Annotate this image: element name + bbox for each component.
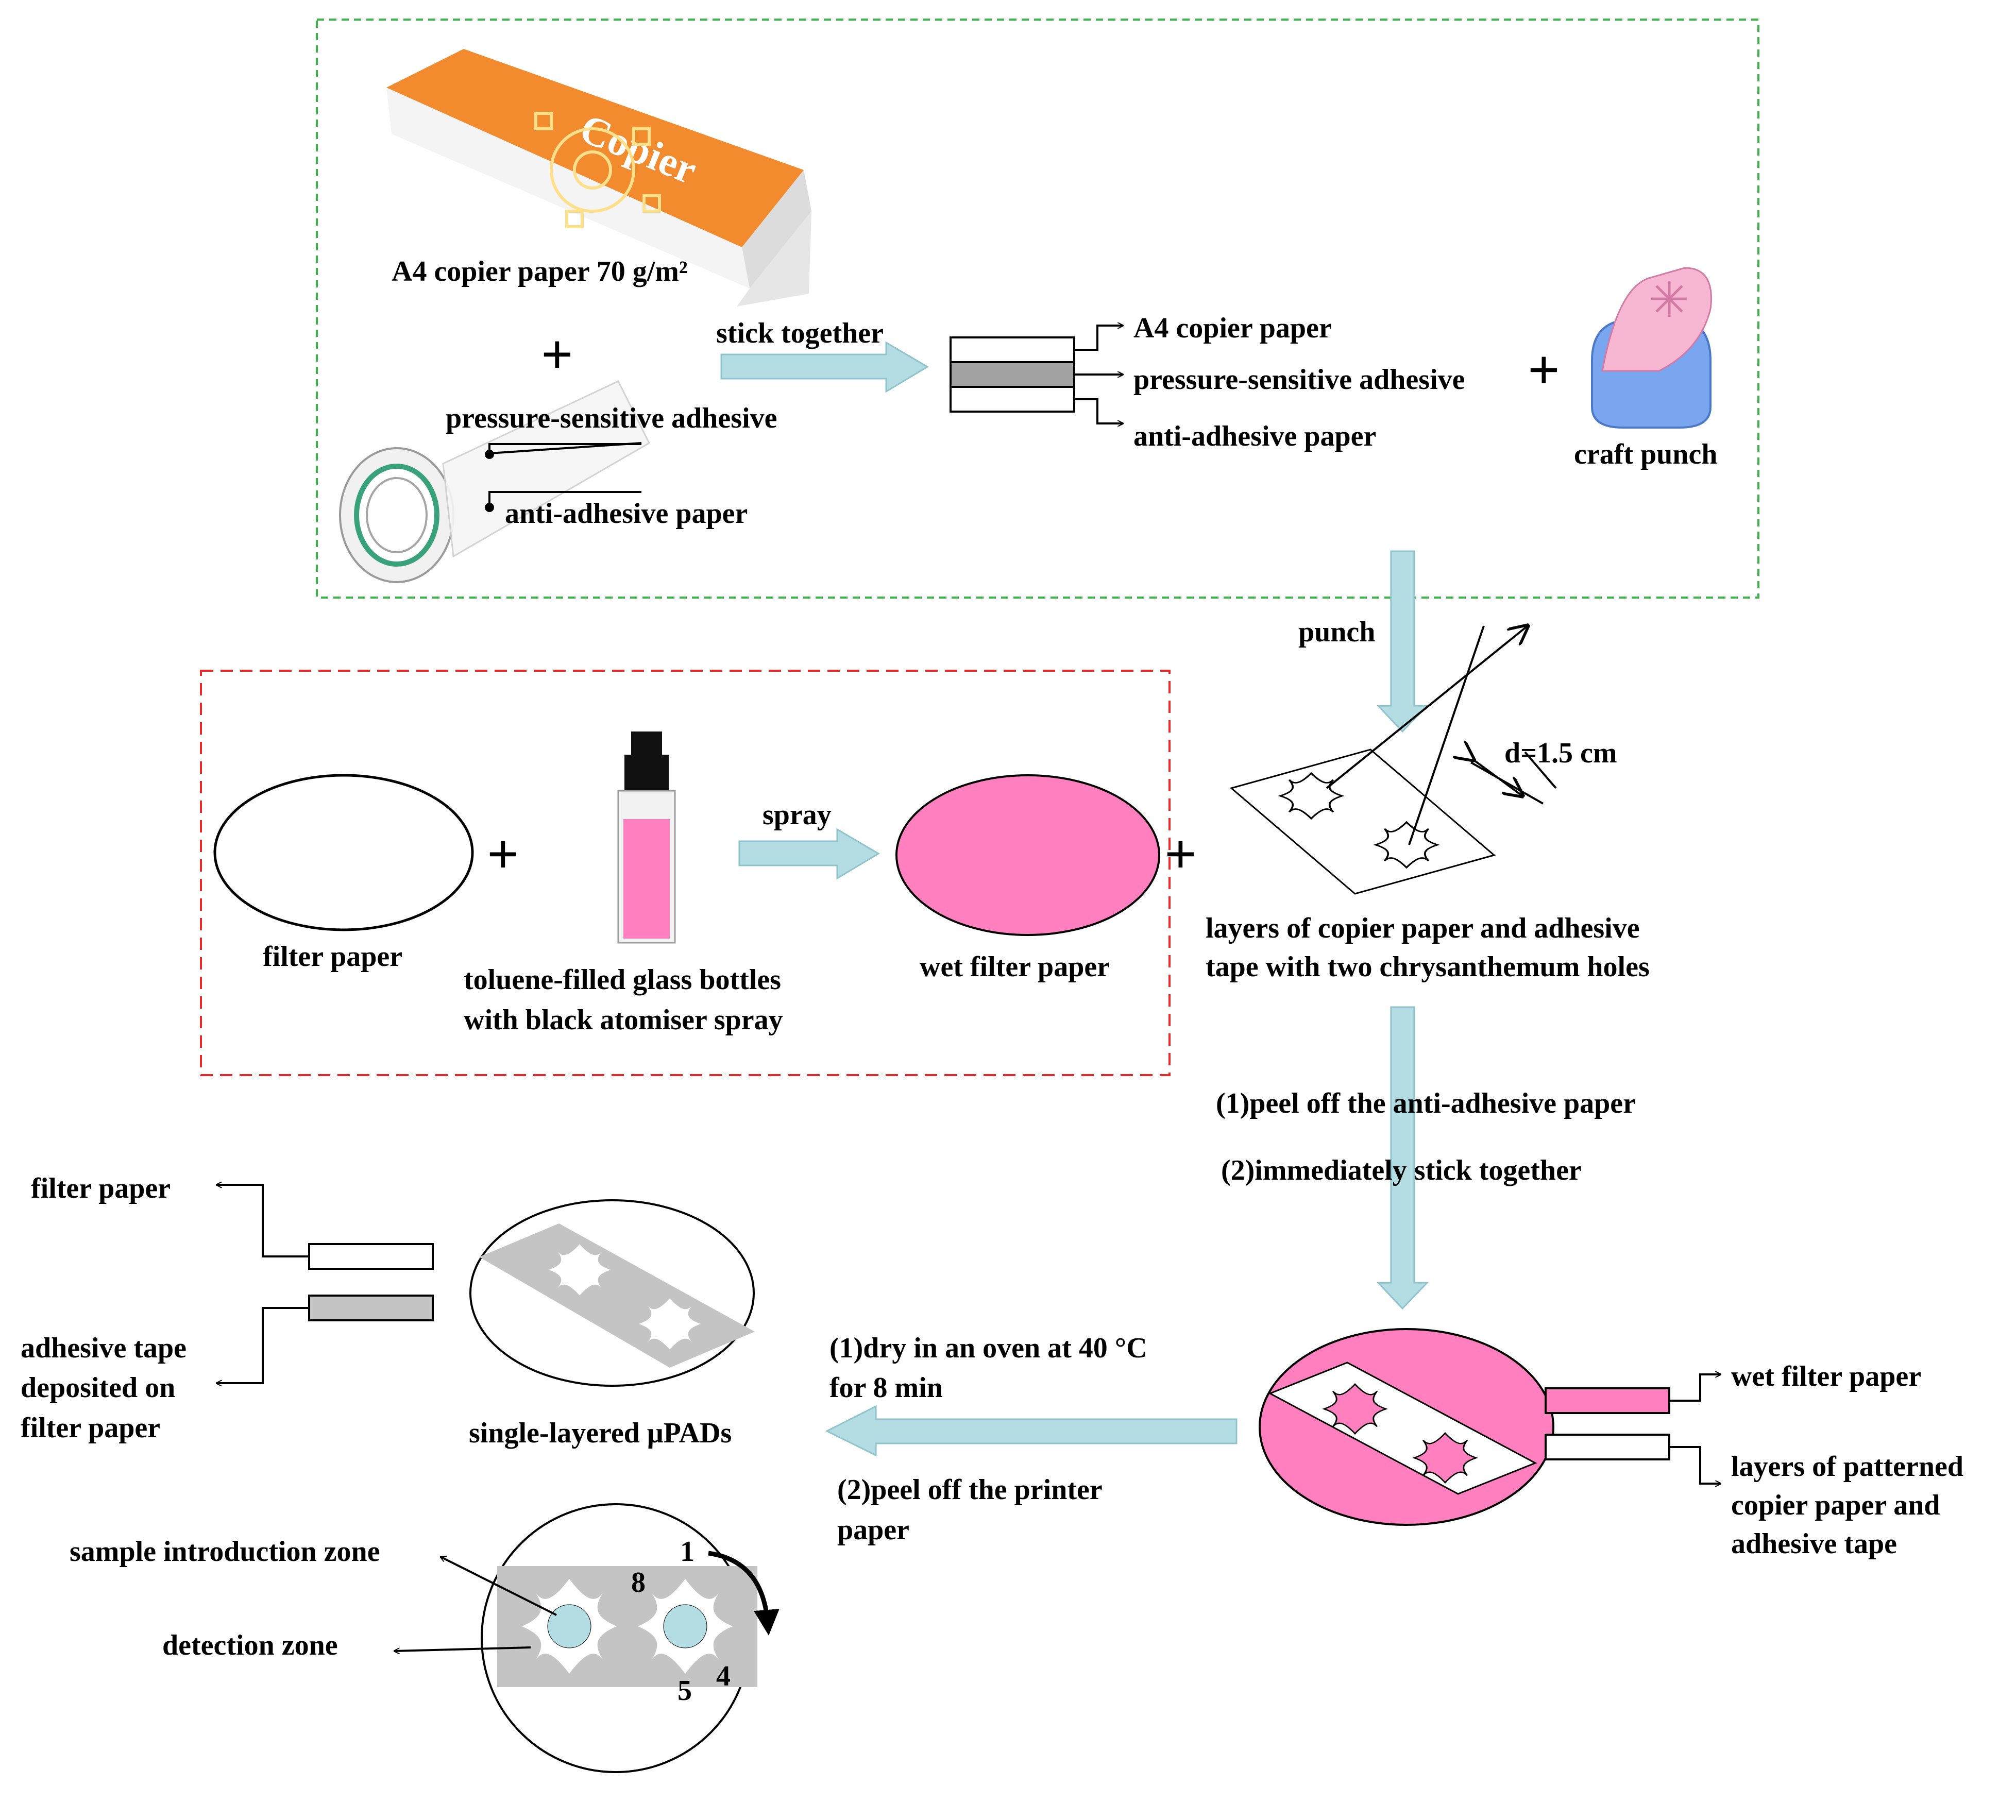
- sample-zone-marker: [547, 1604, 591, 1648]
- drying-arrow: [825, 1405, 1238, 1457]
- result-tape-swatch: [308, 1295, 434, 1321]
- spray-label: spray: [763, 799, 832, 831]
- petal-number-5: 5: [677, 1675, 692, 1707]
- plus-sign-2: +: [1528, 338, 1560, 401]
- wet-filter-legend-label: wet filter paper: [1731, 1360, 1921, 1392]
- bottle-label-line1: toluene-filled glass bottles: [464, 964, 781, 996]
- plus-sign-4: +: [1164, 823, 1197, 886]
- assembly-arrow: [1376, 1006, 1429, 1310]
- craft-punch-label: craft punch: [1574, 438, 1717, 470]
- single-layer-device: [469, 1199, 755, 1387]
- punch-label: punch: [1298, 616, 1375, 648]
- layer-copier-label: A4 copier paper: [1133, 312, 1332, 344]
- copier-paper-carton-icon: Copier: [386, 49, 811, 307]
- tape-roll-icon: [339, 380, 650, 583]
- detection-zone-marker: [663, 1604, 707, 1648]
- result-tape-line3: filter paper: [21, 1412, 160, 1444]
- layers-caption-line1: layers of copier paper and adhesive: [1206, 912, 1640, 944]
- assembly-step2: (2)immediately stick together: [1221, 1154, 1582, 1186]
- punch-arrow: [1376, 550, 1429, 733]
- stick-together-label: stick together: [716, 317, 884, 349]
- psa-label: pressure-sensitive adhesive: [446, 402, 777, 434]
- anti-adhesive-label: anti-adhesive paper: [505, 498, 748, 530]
- spray-bottle-icon: [617, 732, 676, 944]
- petal-number-8: 8: [631, 1567, 646, 1598]
- patterned-legend-swatch: [1545, 1434, 1670, 1460]
- result-caption: single-layered μPADs: [469, 1417, 732, 1449]
- drying-step2-line1: (2)peel off the printer: [837, 1474, 1103, 1506]
- materials-box: [316, 19, 1759, 599]
- plus-sign-3: +: [487, 823, 519, 886]
- layer-psa-label: pressure-sensitive adhesive: [1133, 364, 1465, 396]
- drying-step2-line2: paper: [837, 1514, 909, 1546]
- spray-arrow: [738, 828, 880, 880]
- assembled-device: [1259, 1328, 1554, 1526]
- assembly-step1: (1)peel off the anti-adhesive paper: [1216, 1087, 1636, 1119]
- stick-together-arrow: [720, 341, 929, 393]
- result-tape-line1: adhesive tape: [21, 1332, 187, 1364]
- craft-punch-icon: [1591, 267, 1712, 429]
- filter-paper-label: filter paper: [263, 941, 402, 973]
- result-filter-label: filter paper: [31, 1172, 171, 1204]
- punched-layers: [1229, 626, 1557, 895]
- drying-step1-line2: for 8 min: [829, 1372, 943, 1404]
- layer-anti-label: anti-adhesive paper: [1133, 420, 1376, 452]
- distance-label: d=1.5 cm: [1504, 737, 1617, 769]
- wet-filter-label: wet filter paper: [920, 951, 1110, 983]
- wet-filter-legend-swatch: [1545, 1387, 1670, 1414]
- plus-sign-1: +: [541, 323, 573, 386]
- sample-zone-label: sample introduction zone: [70, 1536, 380, 1568]
- patterned-legend-line3: adhesive tape: [1731, 1528, 1897, 1560]
- filter-paper-icon: [213, 774, 474, 931]
- petal-number-1: 1: [680, 1536, 694, 1568]
- result-tape-line2: deposited on: [21, 1372, 175, 1404]
- patterned-legend-line1: layers of patterned: [1731, 1451, 1963, 1483]
- layers-caption-line2: tape with two chrysanthemum holes: [1206, 951, 1650, 983]
- zoomed-device: [481, 1503, 780, 1773]
- wet-filter-paper-icon: [895, 774, 1160, 936]
- petal-number-4: 4: [716, 1660, 731, 1692]
- bottle-label-line2: with black atomiser spray: [464, 1004, 783, 1036]
- layer-stack: [950, 336, 1075, 413]
- patterned-legend-line2: copier paper and: [1731, 1489, 1940, 1521]
- result-filter-swatch: [308, 1243, 434, 1270]
- copier-paper-label: A4 copier paper 70 g/m²: [392, 256, 688, 287]
- drying-step1-line1: (1)dry in an oven at 40 °C: [829, 1332, 1147, 1364]
- detection-zone-label: detection zone: [162, 1629, 338, 1661]
